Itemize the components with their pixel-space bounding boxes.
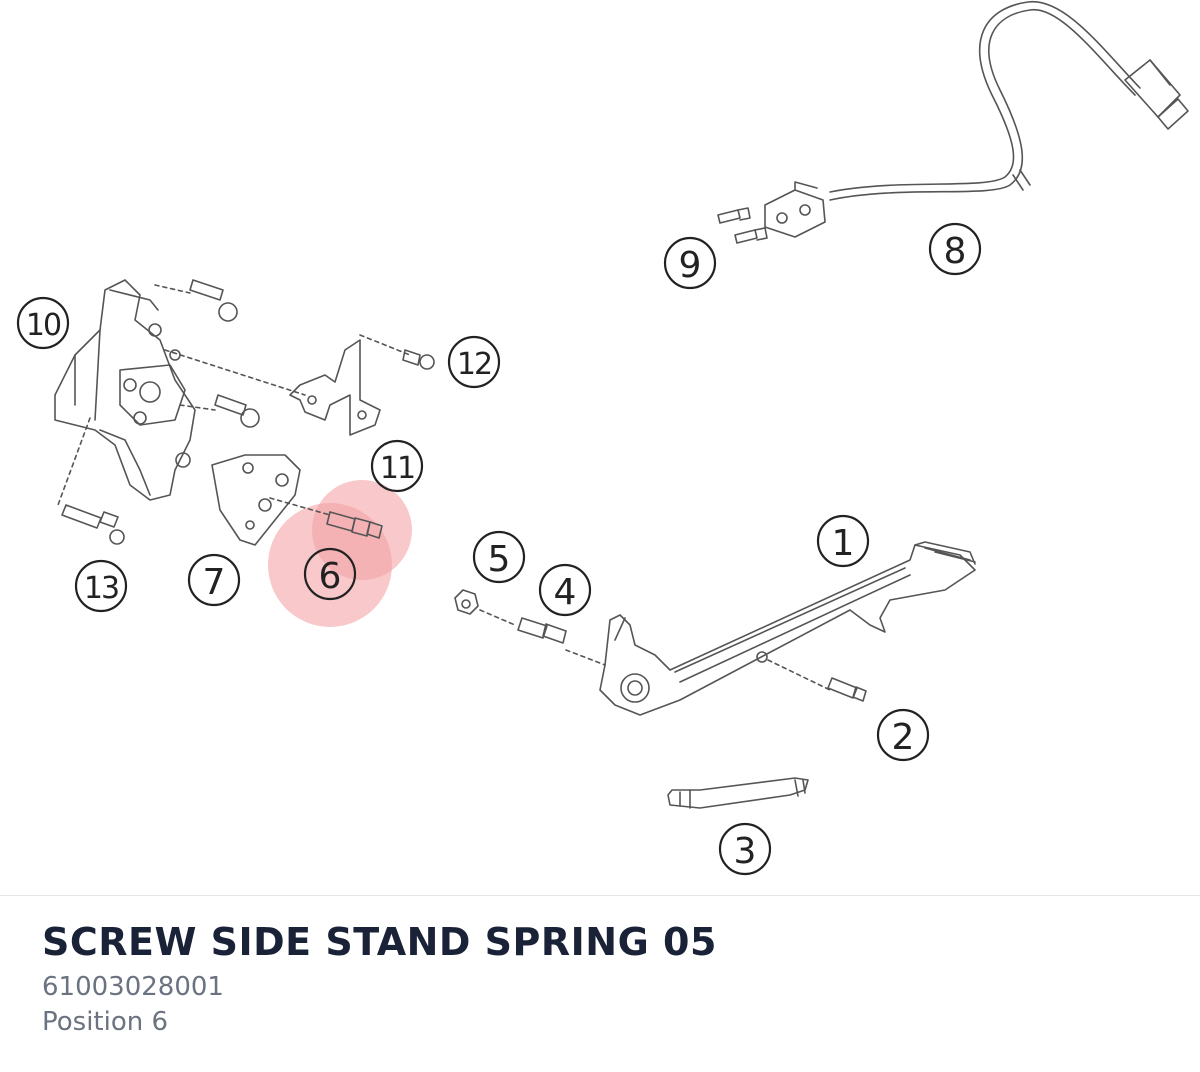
- callout-8[interactable]: 8: [928, 222, 982, 276]
- part-9-screws: [717, 207, 768, 244]
- svg-text:11: 11: [380, 451, 414, 486]
- svg-text:1: 1: [832, 523, 855, 564]
- svg-text:7: 7: [203, 562, 226, 603]
- part-2-bolt: [767, 659, 867, 702]
- svg-text:8: 8: [944, 231, 967, 272]
- exploded-parts-diagram: 1 2 3 4 5 6 7: [16, 1, 1189, 876]
- svg-text:13: 13: [84, 571, 118, 606]
- callout-10[interactable]: 10: [16, 296, 70, 350]
- part-10-bracket: [54, 279, 196, 501]
- part-4-bushing: [517, 617, 606, 666]
- part-3-spring: [667, 777, 809, 809]
- svg-text:6: 6: [319, 556, 342, 597]
- svg-text:12: 12: [457, 347, 491, 382]
- svg-text:9: 9: [679, 245, 702, 286]
- callout-1[interactable]: 1: [816, 514, 870, 568]
- callout-9[interactable]: 9: [663, 236, 717, 290]
- callout-7[interactable]: 7: [187, 553, 241, 607]
- part-title: SCREW SIDE STAND SPRING 05: [42, 920, 717, 964]
- svg-text:5: 5: [488, 539, 511, 580]
- callout-4[interactable]: 4: [538, 563, 592, 617]
- part-6-screw: [269, 497, 383, 539]
- svg-text:3: 3: [734, 831, 757, 872]
- callout-12[interactable]: 12: [447, 335, 501, 389]
- part-8-sensor-cable: [764, 1, 1189, 238]
- callout-5[interactable]: 5: [472, 530, 526, 584]
- part-13-bolt: [57, 417, 125, 545]
- callout-13[interactable]: 13: [74, 559, 128, 613]
- part-7-plate: [211, 454, 301, 546]
- svg-text:4: 4: [554, 572, 577, 613]
- divider: [0, 895, 1200, 896]
- svg-text:2: 2: [892, 717, 915, 758]
- callout-2[interactable]: 2: [876, 708, 930, 762]
- part-5-nut: [454, 589, 516, 626]
- part-position: Position 6: [42, 1007, 169, 1037]
- part-info-panel: SCREW SIDE STAND SPRING 05 61003028001 P…: [42, 918, 1160, 1040]
- callout-labels: 1 2 3 4 5 6 7: [16, 222, 982, 876]
- callout-3[interactable]: 3: [718, 822, 772, 876]
- part-12-bracket: [289, 334, 435, 436]
- part-number: 61003028001: [42, 972, 224, 1002]
- svg-text:10: 10: [26, 308, 61, 343]
- part-1-side-stand: [599, 541, 976, 716]
- callout-6[interactable]: 6: [303, 547, 357, 601]
- callout-11[interactable]: 11: [370, 439, 424, 493]
- bracket-bolts: [154, 279, 306, 428]
